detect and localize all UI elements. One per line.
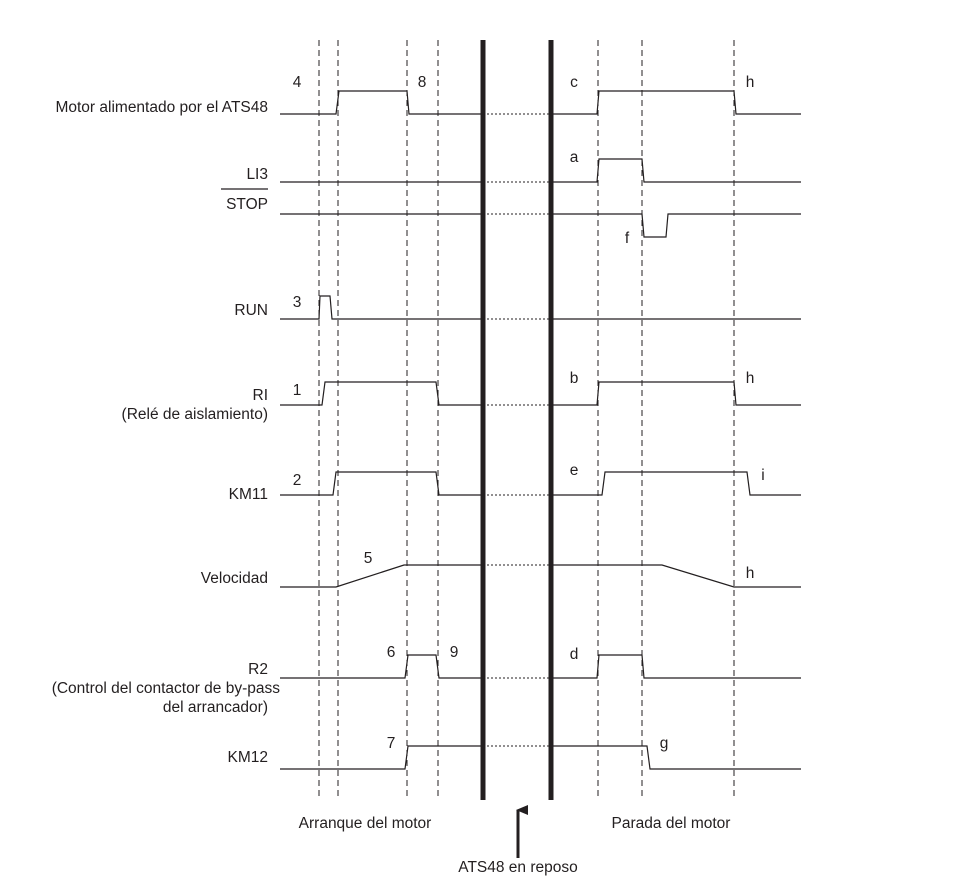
step-marker: 8	[418, 74, 427, 91]
step-marker: g	[660, 735, 669, 752]
step-marker: h	[746, 74, 755, 91]
step-marker: 1	[293, 382, 302, 399]
step-marker: 2	[293, 472, 302, 489]
signal-label-run: RUN	[234, 302, 268, 319]
step-marker: h	[746, 370, 755, 387]
phase-label-stop: Parada del motor	[612, 815, 731, 832]
step-marker: e	[570, 462, 579, 479]
step-marker: 6	[387, 644, 396, 661]
step-marker: d	[570, 646, 579, 663]
km12-waveform	[280, 745, 483, 770]
li3-waveform-stop	[551, 158, 801, 183]
step-marker: c	[570, 74, 578, 91]
stop-waveform-stop	[551, 213, 801, 238]
signal-label-li3: LI3	[246, 166, 268, 183]
time-markers	[318, 40, 735, 800]
km11-waveform	[280, 471, 483, 496]
step-marker: 3	[293, 294, 302, 311]
signal-labels: Motor alimentado por el ATS48 LI3 STOP R…	[52, 99, 281, 766]
step-marker: h	[746, 565, 755, 582]
signal-label-motor: Motor alimentado por el ATS48	[55, 99, 268, 116]
phase-label-start: Arranque del motor	[299, 815, 432, 832]
ri-waveform-stop	[551, 381, 801, 406]
phase-label-idle: ATS48 en reposo	[458, 859, 577, 876]
velocidad-waveform-stop	[551, 564, 801, 588]
signal-label-km11: KM11	[229, 486, 268, 503]
step-marker: f	[625, 230, 630, 247]
motor-waveform-stop	[551, 90, 801, 115]
r2-waveform	[280, 654, 483, 679]
signal-sublabel-ri: (Relé de aislamiento)	[122, 406, 268, 423]
step-marker: 5	[364, 550, 373, 567]
step-marker: 7	[387, 735, 396, 752]
step-marker: b	[570, 370, 579, 387]
phase-labels: Arranque del motor Parada del motor ATS4…	[299, 815, 731, 876]
signal-label-stop: STOP	[226, 196, 268, 213]
step-marker: 9	[450, 644, 459, 661]
velocidad-waveform	[280, 564, 483, 588]
waveforms	[221, 90, 801, 770]
step-marker: 4	[293, 74, 302, 91]
ri-waveform	[280, 381, 483, 406]
signal-sublabel-r2-line2: del arrancador)	[163, 699, 268, 716]
step-marker: i	[761, 467, 764, 484]
run-waveform	[280, 295, 483, 320]
r2-waveform-stop	[551, 654, 801, 679]
step-marker: a	[570, 149, 579, 166]
km11-waveform-stop	[551, 471, 801, 496]
km12-waveform-stop	[551, 745, 801, 770]
signal-sublabel-r2-line1: (Control del contactor de by-pass	[52, 680, 281, 697]
signal-label-r2: R2	[248, 661, 268, 678]
motor-waveform	[280, 90, 483, 115]
signal-label-ri: RI	[253, 387, 269, 404]
signal-label-km12: KM12	[228, 749, 269, 766]
signal-label-velocidad: Velocidad	[201, 570, 268, 587]
step-markers: 4 8 c h a f 3 1 b h 2 e i 5 h 6 9 d 7 g	[293, 74, 765, 752]
